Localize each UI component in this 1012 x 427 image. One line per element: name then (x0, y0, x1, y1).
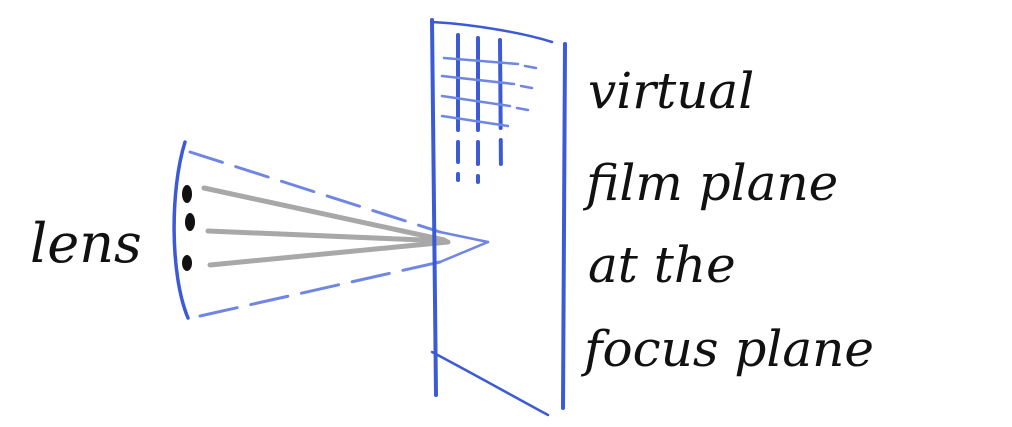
film-plane-top-edge (430, 20, 554, 44)
grid-vertical-line (498, 38, 503, 176)
cone-tip-bottom (438, 240, 490, 264)
lens-sample-dot (185, 213, 195, 231)
grid-horizontal-line-dash (519, 84, 534, 90)
lens-sample-dot (182, 185, 192, 203)
grid-horizontal-line (440, 74, 516, 86)
cone-tip-top (438, 230, 490, 244)
plane-label-line-4: focus plane (580, 320, 874, 378)
grid-horizontal-line (440, 94, 512, 108)
film-plane-right-edge (561, 42, 567, 410)
grid-horizontal-line-dash (523, 64, 538, 70)
cone-top-edge (188, 150, 442, 234)
lens-sample-dot (182, 255, 192, 271)
film-plane-left-edge (430, 18, 438, 397)
plane-label-line-3: at the (588, 236, 736, 294)
ray-bottom (207, 239, 451, 268)
plane-label-line-1: virtual (588, 62, 754, 120)
grid-horizontal-line (440, 114, 510, 128)
ray-top (201, 185, 447, 243)
lens-outline (172, 140, 190, 320)
plane-label-line-2: film plane (582, 154, 838, 212)
lens-label: lens (30, 212, 142, 275)
cone-bottom-edge (198, 260, 442, 318)
ray-middle (205, 228, 449, 244)
film-plane-bottom-edge (430, 350, 550, 417)
grid-horizontal-line (442, 56, 520, 66)
grid-horizontal-line-dash (515, 106, 530, 112)
